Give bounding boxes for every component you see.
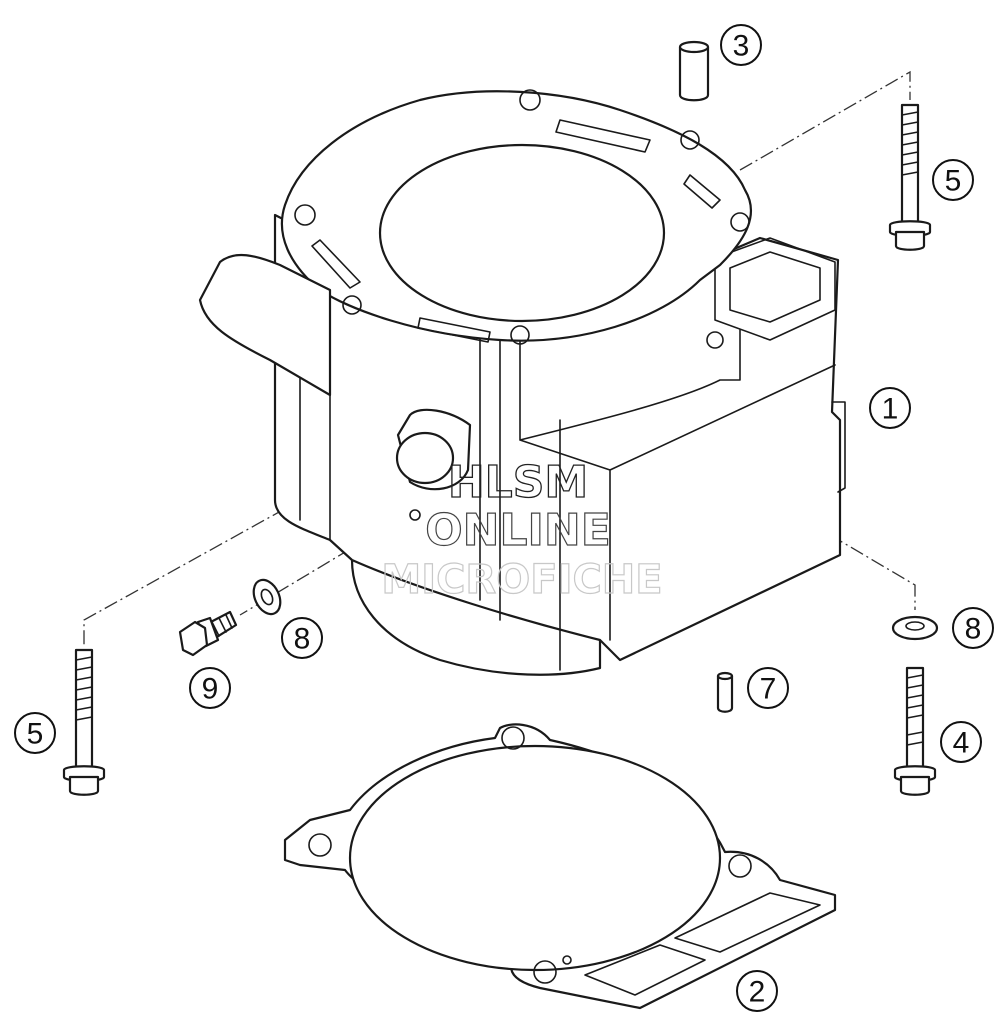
callout-washer-left: 8 xyxy=(281,617,323,659)
watermark-line1: HLSM xyxy=(448,457,588,508)
gasket-window-2 xyxy=(584,944,706,996)
callout-dowel-pin: 7 xyxy=(747,667,789,709)
gasket-hole-2 xyxy=(501,726,525,750)
deck-hole-7 xyxy=(706,331,724,349)
washer-left-inner xyxy=(260,588,274,606)
dowel-pin-body xyxy=(716,674,734,713)
bolt-top-right-threads xyxy=(901,111,919,176)
base-gasket-part xyxy=(283,723,837,1010)
dowel-sleeve-top xyxy=(678,40,710,54)
bolt-left-part xyxy=(62,648,106,796)
gasket-window-1 xyxy=(674,892,821,953)
deck-hole-1 xyxy=(294,204,316,226)
cylinder-boss-bore xyxy=(395,431,455,485)
watermark-line3: MICROFICHE xyxy=(381,557,662,603)
gasket-hole-3 xyxy=(728,854,752,878)
callouts: 1 2 3 4 5 5 7 8 xyxy=(14,24,994,1012)
cylinder-side-tab xyxy=(831,401,846,493)
gasket-bore xyxy=(348,744,722,972)
callout-base-gasket: 2 xyxy=(736,970,778,1012)
callout-stud-bolt-right: 4 xyxy=(940,721,982,763)
deck-slots xyxy=(311,119,721,343)
leader-bolt-top-right xyxy=(739,70,911,171)
dowel-pin-part xyxy=(716,671,734,713)
bolt-top-right-head xyxy=(894,230,926,251)
callout-label: 7 xyxy=(760,673,777,706)
washer-right-part xyxy=(891,615,939,641)
dowel-sleeve-part xyxy=(678,40,710,102)
callout-label: 8 xyxy=(294,623,311,656)
cylinder-intake-stub xyxy=(198,253,332,397)
deck-hole-2 xyxy=(342,295,362,315)
cylinder-bore xyxy=(378,143,666,323)
deck-hole-6 xyxy=(519,89,541,111)
dowel-pin-top xyxy=(716,671,734,681)
callout-label: 2 xyxy=(749,976,766,1009)
washer-left-part xyxy=(252,578,282,616)
washer-left-outer xyxy=(252,578,282,616)
bolt-left-threads xyxy=(75,656,93,721)
callout-cylinder: 1 xyxy=(869,387,911,429)
cylinder-oil-hole xyxy=(409,509,421,521)
callout-label: 8 xyxy=(965,613,982,646)
callout-label: 3 xyxy=(733,30,750,63)
screw-plug-head xyxy=(178,620,209,657)
stud-bolt-right-head xyxy=(899,775,931,796)
gasket-hole-small xyxy=(562,955,572,965)
bolt-top-right-part xyxy=(888,103,932,251)
bolt-left-head xyxy=(68,775,100,796)
stud-bolt-right-shank xyxy=(905,666,925,772)
callout-dowel-sleeve: 3 xyxy=(720,24,762,66)
callout-label: 1 xyxy=(882,393,899,426)
callout-washer-right: 8 xyxy=(952,607,994,649)
deck-hole-3 xyxy=(510,325,530,345)
callout-label: 4 xyxy=(953,727,970,760)
deck-hole-4 xyxy=(680,130,700,150)
callout-bolt-top-right: 5 xyxy=(932,159,974,201)
watermark: HLSM ONLINE MICROFICHE xyxy=(381,456,663,603)
callout-label: 5 xyxy=(945,165,962,198)
callout-label: 9 xyxy=(202,673,219,706)
cylinder-fin-edges xyxy=(299,289,561,671)
deck-hole-5 xyxy=(730,212,750,232)
gasket-hole-4 xyxy=(533,960,557,984)
gasket-hole-1 xyxy=(308,833,332,857)
cylinder-part xyxy=(198,89,846,676)
screw-plug-part xyxy=(178,610,238,657)
callout-bolt-left: 5 xyxy=(14,712,56,754)
cylinder-port-block xyxy=(714,237,836,341)
stud-bolt-right-threads xyxy=(906,674,924,746)
cylinder-right-face xyxy=(519,329,836,641)
callout-label: 5 xyxy=(27,718,44,751)
callout-screw-plug: 9 xyxy=(189,667,231,709)
washer-right-inner xyxy=(905,621,925,631)
dowel-sleeve-body xyxy=(678,45,710,102)
washer-right-outer xyxy=(891,615,939,641)
watermark-line2: ONLINE xyxy=(425,505,611,556)
stud-bolt-right-part xyxy=(893,666,937,796)
